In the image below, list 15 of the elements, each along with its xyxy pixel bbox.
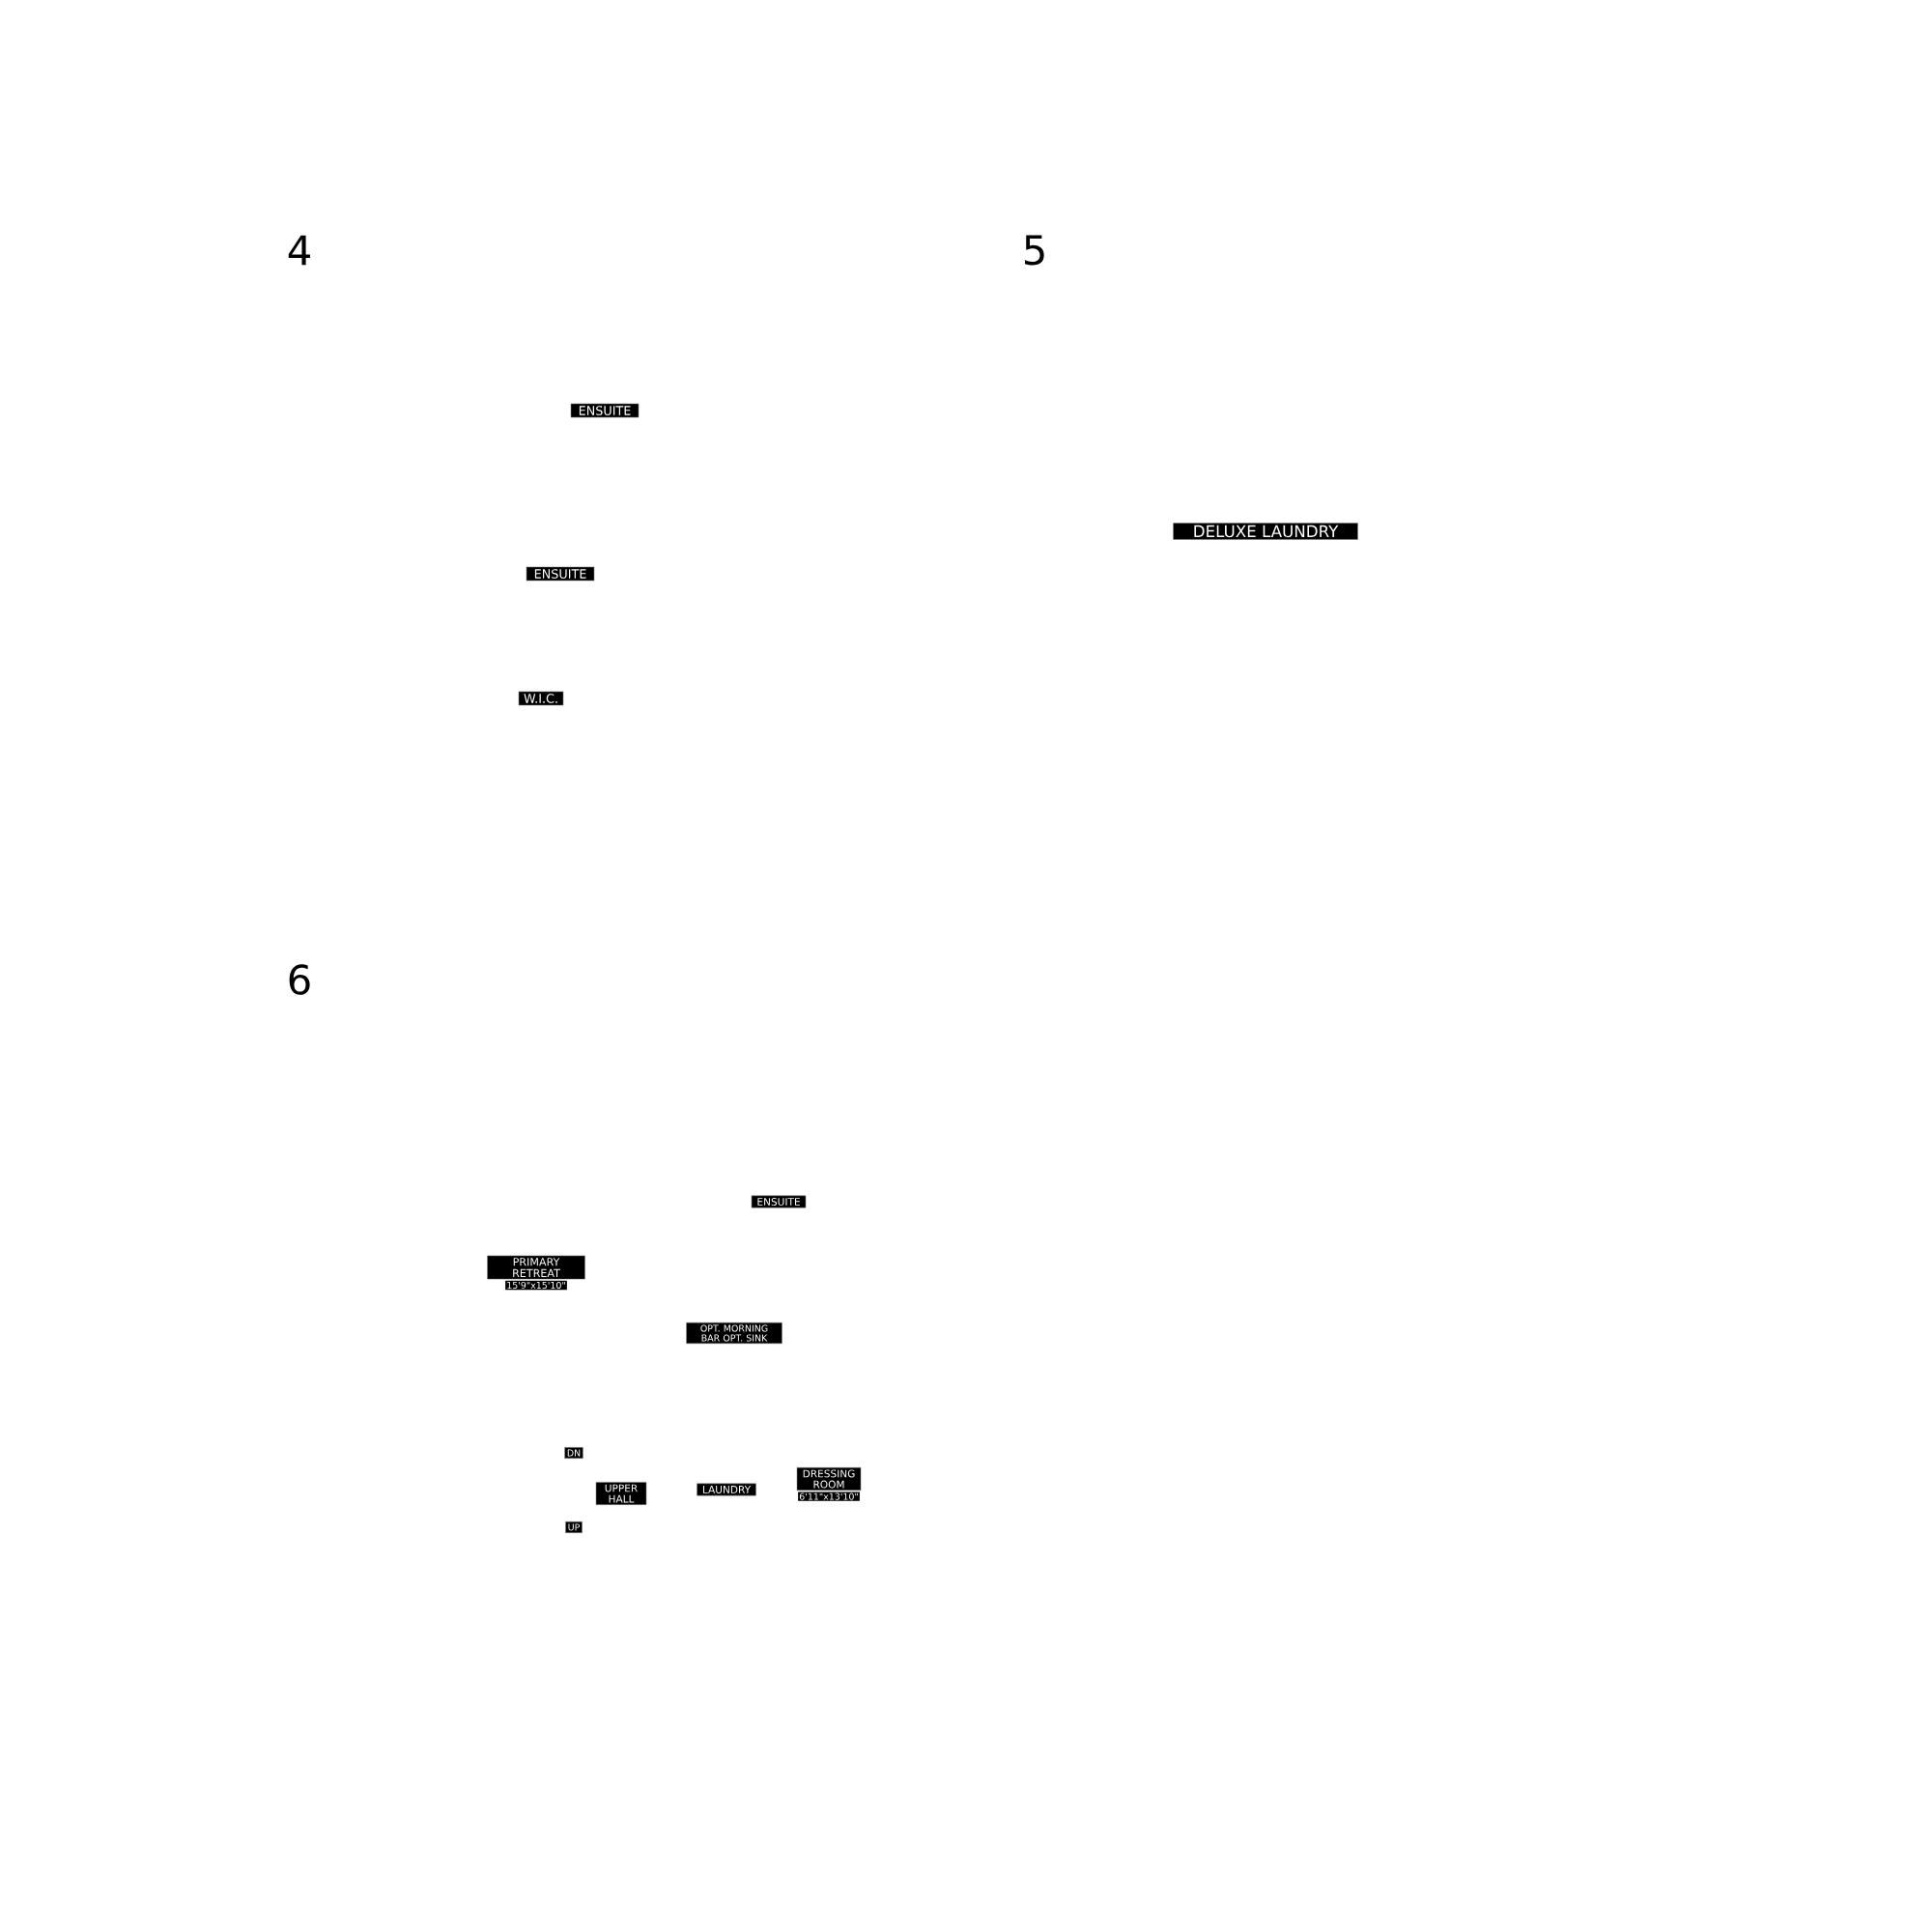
room-label: ENSUITE	[751, 1195, 807, 1208]
plan-number: 6	[289, 964, 310, 995]
room-label: W.I.C.	[518, 691, 564, 706]
room-label: LAUNDRY	[697, 1483, 756, 1496]
room-label: DN	[564, 1447, 583, 1459]
dimension-label: 15'9"x15'10"	[505, 1280, 567, 1291]
plan-number: 5	[1025, 235, 1044, 266]
room-label: UPPER HALL	[595, 1482, 647, 1505]
room-label: ENSUITE	[526, 566, 595, 582]
dimension-label: 6'11"x13'10"	[798, 1492, 860, 1501]
plan-number: 4	[288, 235, 310, 266]
room-label: UP	[565, 1521, 583, 1534]
room-label: ENSUITE	[570, 403, 640, 418]
room-label: DELUXE LAUNDRY	[1173, 523, 1358, 540]
room-label: OPT. MORNING BAR OPT. SINK	[686, 1321, 782, 1345]
